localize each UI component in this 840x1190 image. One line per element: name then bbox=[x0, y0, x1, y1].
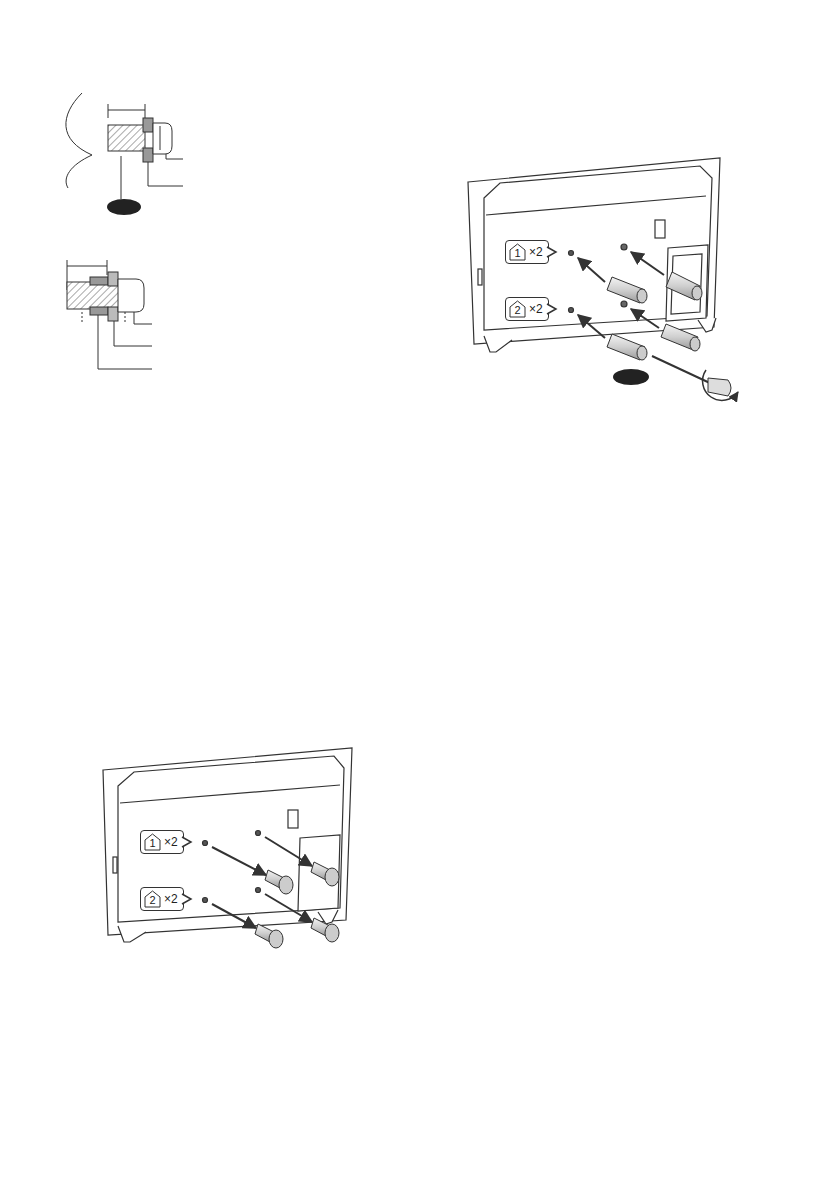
insert-arrow bbox=[578, 252, 664, 338]
spacer bbox=[607, 272, 702, 360]
quantity-label: ×2 bbox=[529, 245, 543, 259]
screw-detail bbox=[67, 260, 152, 369]
callout-box: ×21 bbox=[505, 240, 549, 264]
callout-pointer bbox=[547, 304, 556, 314]
quantity-label: ×2 bbox=[164, 892, 178, 906]
screw-number: 1 bbox=[509, 247, 526, 259]
screw-number: 2 bbox=[144, 894, 161, 906]
callout-box: ×21 bbox=[140, 830, 184, 854]
tv-back bbox=[468, 158, 720, 352]
callout-pointer bbox=[182, 837, 191, 847]
callout-oval bbox=[613, 369, 649, 385]
screwdriver bbox=[652, 356, 738, 400]
callout-pointer bbox=[182, 894, 191, 904]
screw-type-icon: 2 bbox=[144, 890, 161, 908]
callout-box: ×22 bbox=[140, 887, 184, 911]
callout-box: ×22 bbox=[505, 297, 549, 321]
screw-number: 2 bbox=[509, 304, 526, 316]
screw-type-icon: 1 bbox=[144, 833, 161, 851]
tv-back bbox=[103, 748, 352, 942]
quantity-label: ×2 bbox=[164, 835, 178, 849]
screw-type-icon: 2 bbox=[509, 300, 526, 318]
callout-pointer bbox=[547, 247, 556, 257]
remove-arrow bbox=[212, 837, 312, 928]
screw-detail bbox=[66, 93, 183, 215]
screw bbox=[255, 862, 339, 948]
screw-number: 1 bbox=[144, 837, 161, 849]
quantity-label: ×2 bbox=[529, 302, 543, 316]
screw-type-icon: 1 bbox=[509, 243, 526, 261]
